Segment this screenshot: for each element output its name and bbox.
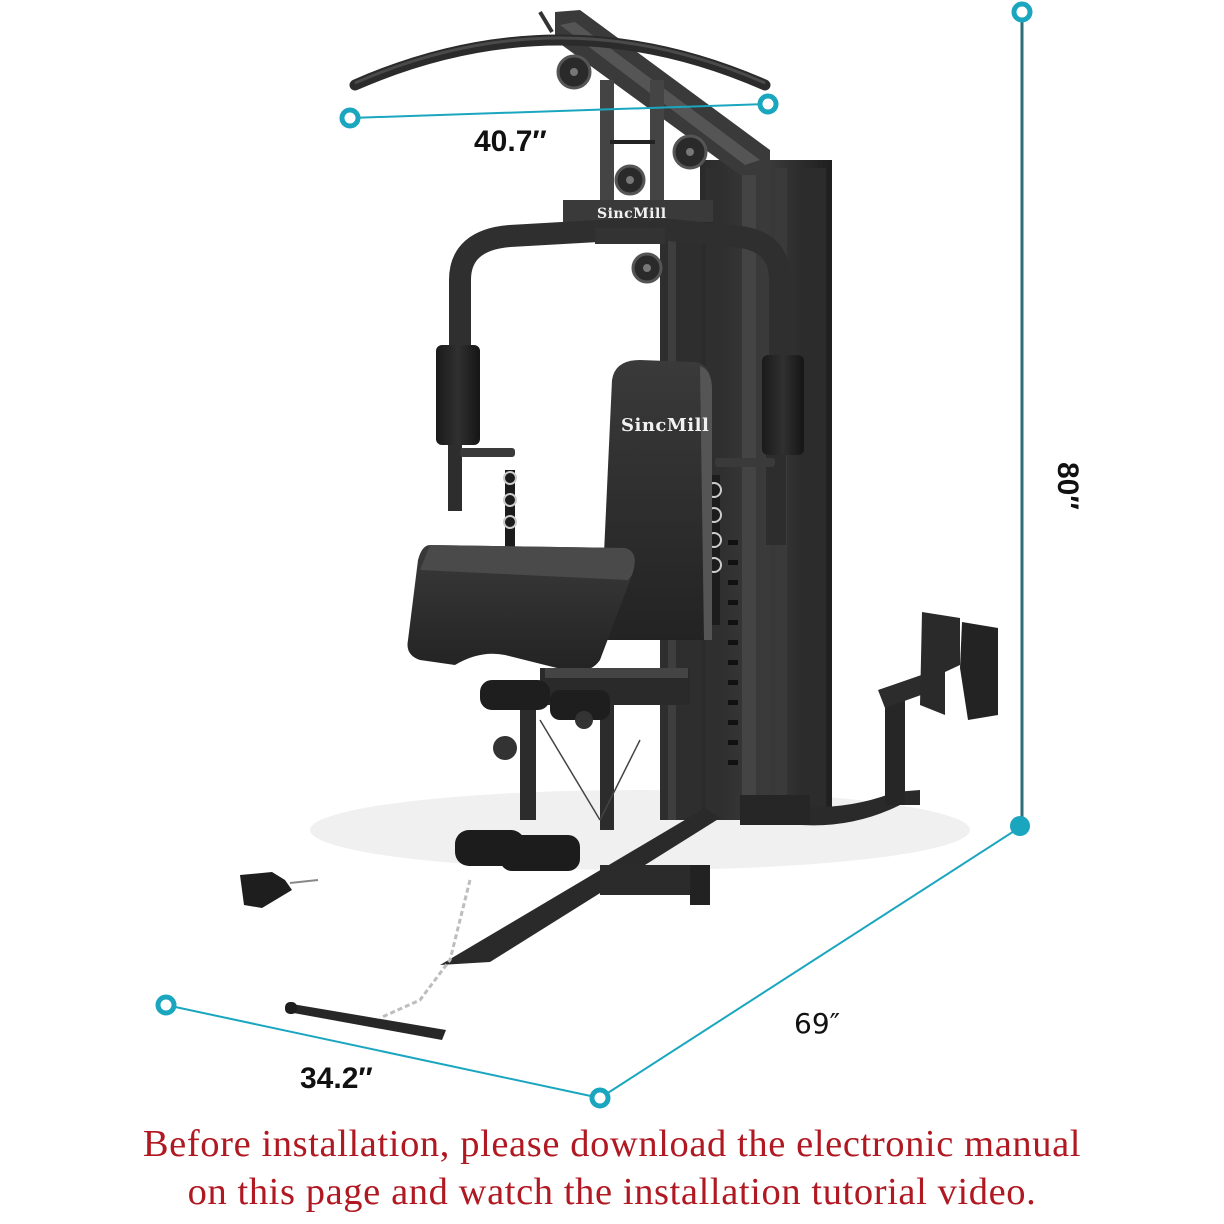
lat-pulldown-bar	[349, 34, 771, 91]
notice-line-2: on this page and watch the installation …	[187, 1171, 1037, 1213]
brand-logo-top: SincMill	[597, 206, 667, 222]
marker-circle-icon	[589, 1087, 611, 1109]
dimension-label-depth: 69″	[794, 1007, 841, 1040]
dimension-label-top-width: 40.7″	[474, 125, 547, 158]
foot-plate-accessory	[878, 612, 998, 805]
marker-circle-icon	[155, 994, 177, 1016]
chain	[379, 879, 472, 1020]
top-boom	[538, 10, 770, 284]
notice-line-1: Before installation, please download the…	[142, 1123, 1082, 1165]
dimension-label-height: 80″	[1051, 462, 1084, 510]
marker-circle-icon	[339, 107, 361, 129]
marker-circle-icon	[1011, 1, 1033, 23]
brand-logo-backrest: SincMill	[621, 415, 710, 436]
dimension-markers	[155, 1, 1033, 1109]
arm-pad-right	[715, 355, 804, 545]
dimension-label-width: 34.2″	[300, 1062, 373, 1095]
dimension-lines	[165, 12, 1024, 1099]
short-bar-handle	[285, 1002, 446, 1040]
press-arms	[449, 217, 791, 355]
marker-dot-icon	[1010, 816, 1030, 836]
lower-frame	[440, 680, 920, 965]
ankle-strap	[240, 872, 319, 908]
arm-pad-left	[436, 345, 515, 511]
preacher-curl-pad	[407, 545, 635, 672]
marker-circle-icon	[757, 93, 779, 115]
installation-notice: Before installation, please download the…	[0, 1120, 1224, 1216]
